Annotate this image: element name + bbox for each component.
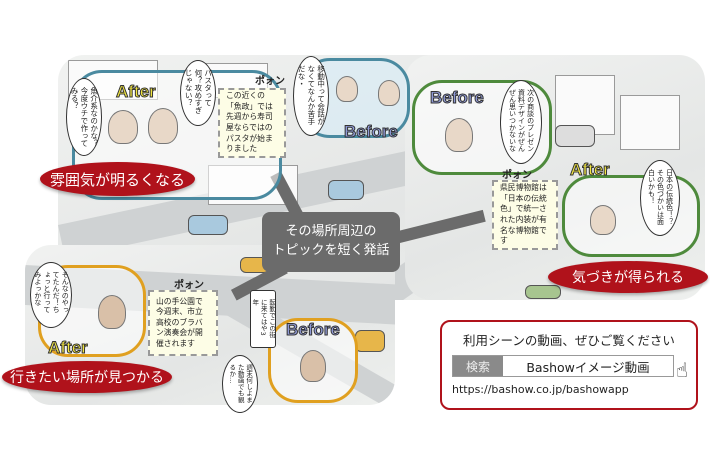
sound-effect: ポォン: [174, 280, 204, 291]
driver-figure: [590, 205, 616, 235]
driver-figure: [336, 76, 358, 102]
before-tag: Before: [344, 122, 399, 142]
result-label: 雰囲気が明るくなる: [40, 162, 195, 196]
speech-bubble: 次の商談のプレゼン資料デザインがぜんぜん思いつかないな: [500, 80, 542, 164]
info-title: 利用シーンの動画、ぜひご覧ください: [463, 333, 675, 348]
search-query[interactable]: Bashowイメージ動画: [526, 359, 650, 375]
result-label: 行きたい場所が見つかる: [2, 361, 172, 393]
center-caption: その場所周辺の トピックを短く発話: [262, 212, 400, 272]
pointing-hand-icon: ☝: [675, 358, 688, 382]
video-info-box: 利用シーンの動画、ぜひご覧ください 検索 Bashowイメージ動画 https:…: [440, 320, 698, 410]
sound-effect: ポォン: [255, 76, 285, 87]
speech-bubble: 週末何しよまた動画でも観るか…: [222, 355, 258, 413]
driver-figure: [300, 350, 326, 382]
driver-figure: [445, 118, 473, 152]
after-tag: After: [116, 82, 157, 102]
after-tag: After: [570, 160, 611, 180]
caption-line: トピックを短く発話: [272, 243, 390, 258]
speech-bubble: そんなのやってたんだ！ちょっと行ってみよっかな: [30, 262, 72, 328]
speech-bubble: パスタって何？攻めすぎじゃない？: [180, 60, 216, 126]
speech-bubble: 転勤でこの街に来てはや3年: [250, 290, 276, 348]
caption-line: その場所周辺の: [285, 224, 377, 240]
driver-figure: [108, 110, 138, 144]
speech-bubble: 移動中って会話がなくてなんか苦手だな・: [293, 56, 329, 136]
after-tag: After: [48, 338, 89, 358]
search-label: 検索: [453, 356, 503, 376]
speaker-message-box: 県民博物館は「日本の伝統色」で統一された内装が有名な博物館です: [492, 180, 558, 250]
speaker-message-box: 山の手公園で今週末、市立高校のブラバン演奏会が開催されます: [148, 290, 218, 356]
passenger-figure: [148, 108, 178, 144]
result-label: 気づきが得られる: [548, 261, 708, 293]
url-link[interactable]: https://bashow.co.jp/bashowapp: [452, 383, 629, 396]
search-bar[interactable]: 検索 Bashowイメージ動画: [452, 355, 674, 377]
driver-figure: [98, 295, 126, 329]
before-tag: Before: [286, 320, 341, 340]
speaker-message-box: この近くの「魚政」では先週から寿司屋ならではのパスタが始まりました: [218, 88, 286, 158]
speech-bubble: 日本の伝統色！？その色づかいは面白いかも！: [640, 160, 680, 236]
passenger-figure: [378, 80, 400, 106]
speech-bubble: 魚介系なのかな？今度ウチで作ってみる？: [66, 78, 102, 156]
before-tag: Before: [430, 88, 485, 108]
sound-effect: ポォン: [502, 170, 532, 181]
